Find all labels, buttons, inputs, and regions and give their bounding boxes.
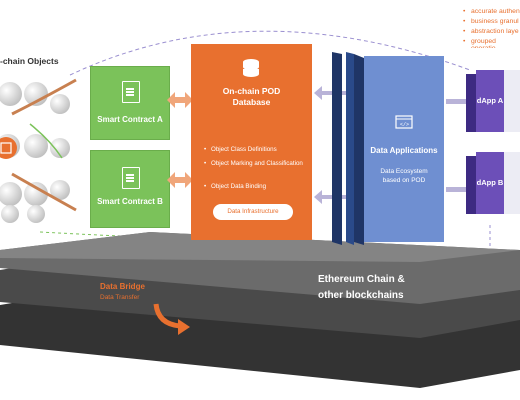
arrow-bar [446, 187, 466, 192]
object-sphere [1, 205, 19, 223]
dapp-side [466, 74, 476, 132]
curved-arrow [29, 123, 63, 159]
dapp-side [466, 156, 476, 214]
dapp-b-edge [504, 152, 520, 214]
object-sphere [27, 205, 45, 223]
object-sphere [0, 182, 22, 206]
code-symbol: </> [400, 122, 409, 128]
apps-dapp-arrows [446, 99, 466, 192]
smart-contract-a-label: Smart Contract A [97, 115, 163, 124]
curved-arrow [11, 172, 77, 212]
data-infrastructure-pill: Data Infrastructure [213, 204, 293, 220]
object-sphere [0, 82, 22, 106]
object-icon [0, 142, 12, 154]
double-arrow-icon [167, 92, 193, 108]
data-apps-title: Data Applications [370, 146, 438, 155]
pod-bullet: Object Marking and Classification [204, 160, 309, 168]
bridge-arrow-head [178, 319, 190, 335]
curved-arrow [11, 78, 77, 116]
smart-contract-a: Smart Contract A [90, 66, 170, 140]
data-apps-front [364, 56, 444, 242]
dapp-b-label: dApp B [476, 178, 504, 187]
double-arrow-icon [167, 172, 193, 188]
document-icon [122, 81, 140, 103]
chain-label-2: other blockchains [318, 290, 404, 301]
dapp-a-edge [504, 70, 520, 132]
object-sphere [50, 180, 70, 200]
code-window-icon [395, 115, 413, 129]
object-sphere [50, 94, 70, 114]
object-sphere [24, 182, 48, 206]
pod-title: On-chain POD [222, 86, 281, 96]
data-apps-desc-1: Data Ecosystem [380, 168, 428, 175]
feature-item: business granul [463, 18, 519, 25]
bridge-arrow-curve [153, 303, 181, 329]
feature-item: grouped operatio [463, 38, 520, 48]
arrow-bar [446, 99, 466, 104]
dapp-face [476, 152, 504, 214]
dapp-a-label: dApp A [476, 96, 504, 105]
feature-item: accurate authen [463, 8, 520, 15]
data-bridge-subtitle: Data Transfer [100, 294, 140, 301]
object-sphere [50, 138, 70, 158]
features-list: accurate authen business granul abstract… [463, 8, 520, 48]
stack-panel-edge [354, 54, 364, 245]
object-sphere [24, 134, 48, 158]
bridge-arrow-icon [153, 303, 190, 335]
dapp-a: dApp A [466, 70, 504, 132]
chain-label-1: Ethereum Chain & [318, 274, 405, 285]
pod-bullet: Object Class Definitions [204, 146, 309, 154]
document-icon [122, 167, 140, 189]
smart-contract-b: Smart Contract B [90, 150, 170, 228]
database-icon [243, 59, 259, 77]
stack-panel-middle [346, 52, 354, 245]
pod-database: On-chain POD Database Object Class Defin… [191, 44, 312, 240]
pod-bullet: Object Data Binding [204, 183, 309, 191]
pod-subtitle: Database [232, 97, 271, 107]
data-bridge-title: Data Bridge [100, 282, 145, 291]
smart-contract-b-label: Smart Contract B [97, 197, 163, 206]
data-apps-stack: </> [332, 52, 444, 245]
feature-item: abstraction laye [463, 28, 519, 35]
onchain-objects-label: -chain Objects [0, 56, 59, 66]
sc-pod-arrows [167, 92, 193, 188]
onchain-objects-cluster [0, 78, 77, 223]
dashed-arc-top [69, 30, 471, 76]
dapp-face [476, 70, 504, 132]
data-apps-desc-2: based on POD [382, 177, 426, 184]
stack-panel-back [332, 52, 342, 245]
dapp-b: dApp B [466, 152, 504, 214]
slab-top-face [0, 232, 520, 262]
